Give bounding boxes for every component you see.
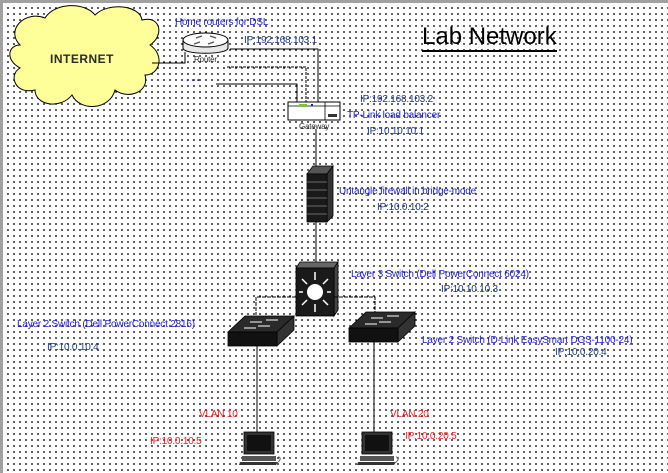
link-router-gateway-2 — [227, 66, 307, 103]
pc-vlan20-ip-label: IP:10.0.20.5 — [405, 431, 457, 442]
layer3-switch-icon[interactable] — [295, 260, 339, 318]
l2-dlink-name-label: Layer 2 Switch (D-Link EasySmart DGS-110… — [422, 335, 633, 346]
link-internet-router — [152, 52, 186, 64]
more-routers-ellipsis: ... — [186, 70, 203, 84]
l2-dell-name-label: Layer 2 Switch (Dell PowerConnect 2816) — [17, 319, 195, 330]
link-router-gateway-3 — [216, 83, 298, 103]
l2-dell-ip-label: IP:10.0.10.4 — [47, 342, 99, 353]
link-l3-l2-dell — [255, 296, 296, 315]
router-ip-label: IP:192.168.103.1 — [244, 35, 317, 46]
pc-vlan10-icon[interactable] — [239, 431, 281, 465]
gateway-device-icon[interactable] — [287, 101, 341, 121]
home-routers-label: Home routers for DSL — [175, 17, 269, 28]
router-icon[interactable] — [182, 32, 229, 54]
firewall-name-label: Untangle firewall in bridge-mode — [339, 186, 477, 197]
internet-cloud[interactable] — [9, 5, 160, 107]
firewall-ip-label: IP:10.0.10.2 — [377, 202, 429, 213]
diagram-title: Lab Network — [422, 23, 557, 52]
layer2-switch-dlink-icon[interactable] — [347, 311, 417, 343]
gateway-name-label: TP-Link load balancer — [347, 110, 441, 121]
gateway-device-label: Gateway — [299, 122, 330, 131]
firewall-icon[interactable] — [306, 164, 334, 223]
pc-vlan10-ip-label: IP:10.0.10.5 — [150, 436, 202, 447]
pc-vlan20-vlan-label: VLAN 20 — [390, 409, 429, 420]
pc-vlan20-icon[interactable] — [357, 431, 399, 465]
l3-switch-name-label: Layer 3 Switch (Dell PowerConnect 6024) — [351, 269, 529, 280]
l2-dlink-ip-label: IP:10.0.20.4 — [555, 347, 607, 358]
gateway-lan-ip-label: IP:10.10.10.1 — [367, 126, 424, 137]
router-device-label: Router — [194, 55, 217, 64]
pc-vlan10-vlan-label: VLAN 10 — [199, 409, 238, 420]
internet-label: INTERNET — [50, 52, 114, 66]
layer2-switch-dell-icon[interactable] — [226, 315, 296, 347]
l3-switch-ip-label: IP:10.10.10.3 — [441, 284, 498, 295]
link-l3-l2-dlink — [334, 296, 376, 313]
link-router-gateway-1 — [230, 48, 319, 103]
frame-border-left — [0, 0, 3, 473]
gateway-wan-ip-label: IP:192.168.103.2 — [360, 94, 433, 105]
frame-border-top — [0, 0, 668, 3]
